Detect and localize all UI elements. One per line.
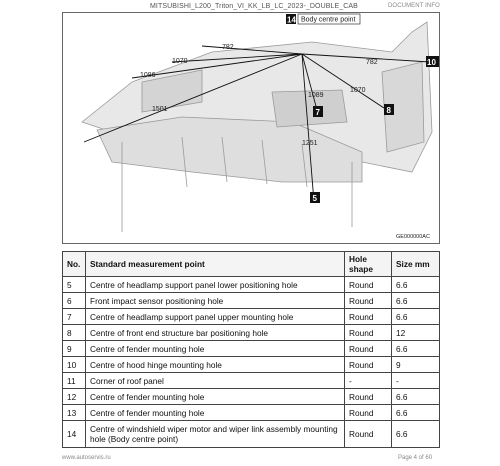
body-centre-callout: 14 Body centre point (286, 13, 361, 25)
cell-shape: Round (344, 356, 392, 373)
document-ref: DOCUMENT INFO (388, 3, 440, 9)
dimension-label: 1501 (152, 106, 168, 113)
cell-shape: Round (344, 420, 392, 448)
body-dimension-figure: 782 1070 1086 1501 1089 1070 782 1251 14… (62, 12, 440, 244)
cell-point: Centre of hood hinge mounting hole (85, 356, 345, 373)
cell-shape: Round (344, 404, 392, 421)
dimension-label: 782 (366, 59, 378, 66)
cell-point: Centre of headlamp support panel lower p… (85, 276, 345, 293)
cell-size: 6.6 (391, 404, 440, 421)
cell-no: 13 (62, 404, 86, 421)
cell-point: Centre of fender mounting hole (85, 388, 345, 405)
cell-no: 9 (62, 340, 86, 357)
figure-code: GE000000AC (396, 234, 430, 240)
cell-size: 6.6 (391, 388, 440, 405)
cell-size: 12 (391, 324, 440, 341)
cell-point: Corner of roof panel (85, 372, 345, 389)
cell-no: 12 (62, 388, 86, 405)
cell-shape: Round (344, 388, 392, 405)
cell-shape: Round (344, 340, 392, 357)
cell-size: 6.6 (391, 276, 440, 293)
col-point: Standard measurement point (85, 251, 345, 277)
dimension-label: 1070 (350, 87, 366, 94)
callout-label: Body centre point (301, 17, 356, 24)
cell-no: 7 (62, 308, 86, 325)
cell-shape: Round (344, 276, 392, 293)
cell-shape: Round (344, 308, 392, 325)
cell-shape: - (344, 372, 392, 389)
dimension-labels: 782 1070 1086 1501 1089 1070 782 1251 (140, 44, 378, 147)
cell-point: Centre of fender mounting hole (85, 404, 345, 421)
cell-no: 10 (62, 356, 86, 373)
cell-point: Front impact sensor positioning hole (85, 292, 345, 309)
col-shape: Hole shape (344, 251, 392, 277)
col-size: Size mm (391, 251, 440, 277)
cell-shape: Round (344, 324, 392, 341)
dimension-label: 782 (222, 44, 234, 51)
dimension-label: 1089 (308, 92, 324, 99)
cell-size: 6.6 (391, 308, 440, 325)
cell-no: 6 (62, 292, 86, 309)
cell-shape: Round (344, 292, 392, 309)
footer-right: Page 4 of 60 (398, 455, 433, 461)
tag-10: 10 (427, 58, 436, 67)
footer-left: www.autoservis.ru (62, 455, 111, 461)
cell-point: Centre of headlamp support panel upper m… (85, 308, 345, 325)
cell-no: 8 (62, 324, 86, 341)
cell-size: - (391, 372, 440, 389)
dimension-label: 1086 (140, 72, 156, 79)
svg-text:14: 14 (287, 16, 296, 25)
cell-size: 9 (391, 356, 440, 373)
vehicle-body-sketch (81, 21, 433, 232)
dimension-label: 1251 (302, 140, 318, 147)
document-title: MITSUBISHI_L200_Triton_VI_KK_LB_LC_2023-… (150, 3, 358, 10)
point-tags: 5 7 8 10 (310, 56, 439, 203)
tag-8: 8 (387, 106, 392, 115)
measurement-table: No. Standard measurement point Hole shap… (62, 251, 440, 448)
tag-5: 5 (313, 194, 318, 203)
cell-no: 14 (62, 420, 86, 448)
tag-7: 7 (316, 108, 321, 117)
cell-size: 6.6 (391, 292, 440, 309)
cell-point: Centre of windshield wiper motor and wip… (85, 420, 345, 448)
cell-size: 6.6 (391, 420, 440, 448)
col-no: No. (62, 251, 86, 277)
table-header-row: No. Standard measurement point Hole shap… (62, 251, 440, 277)
cell-no: 11 (62, 372, 86, 389)
dimension-label: 1070 (172, 58, 188, 65)
cell-size: 6.6 (391, 340, 440, 357)
cell-no: 5 (62, 276, 86, 293)
cell-point: Centre of front end structure bar positi… (85, 324, 345, 341)
cell-point: Centre of fender mounting hole (85, 340, 345, 357)
callout-tag-14 (286, 14, 296, 24)
measurement-lines (83, 45, 431, 203)
